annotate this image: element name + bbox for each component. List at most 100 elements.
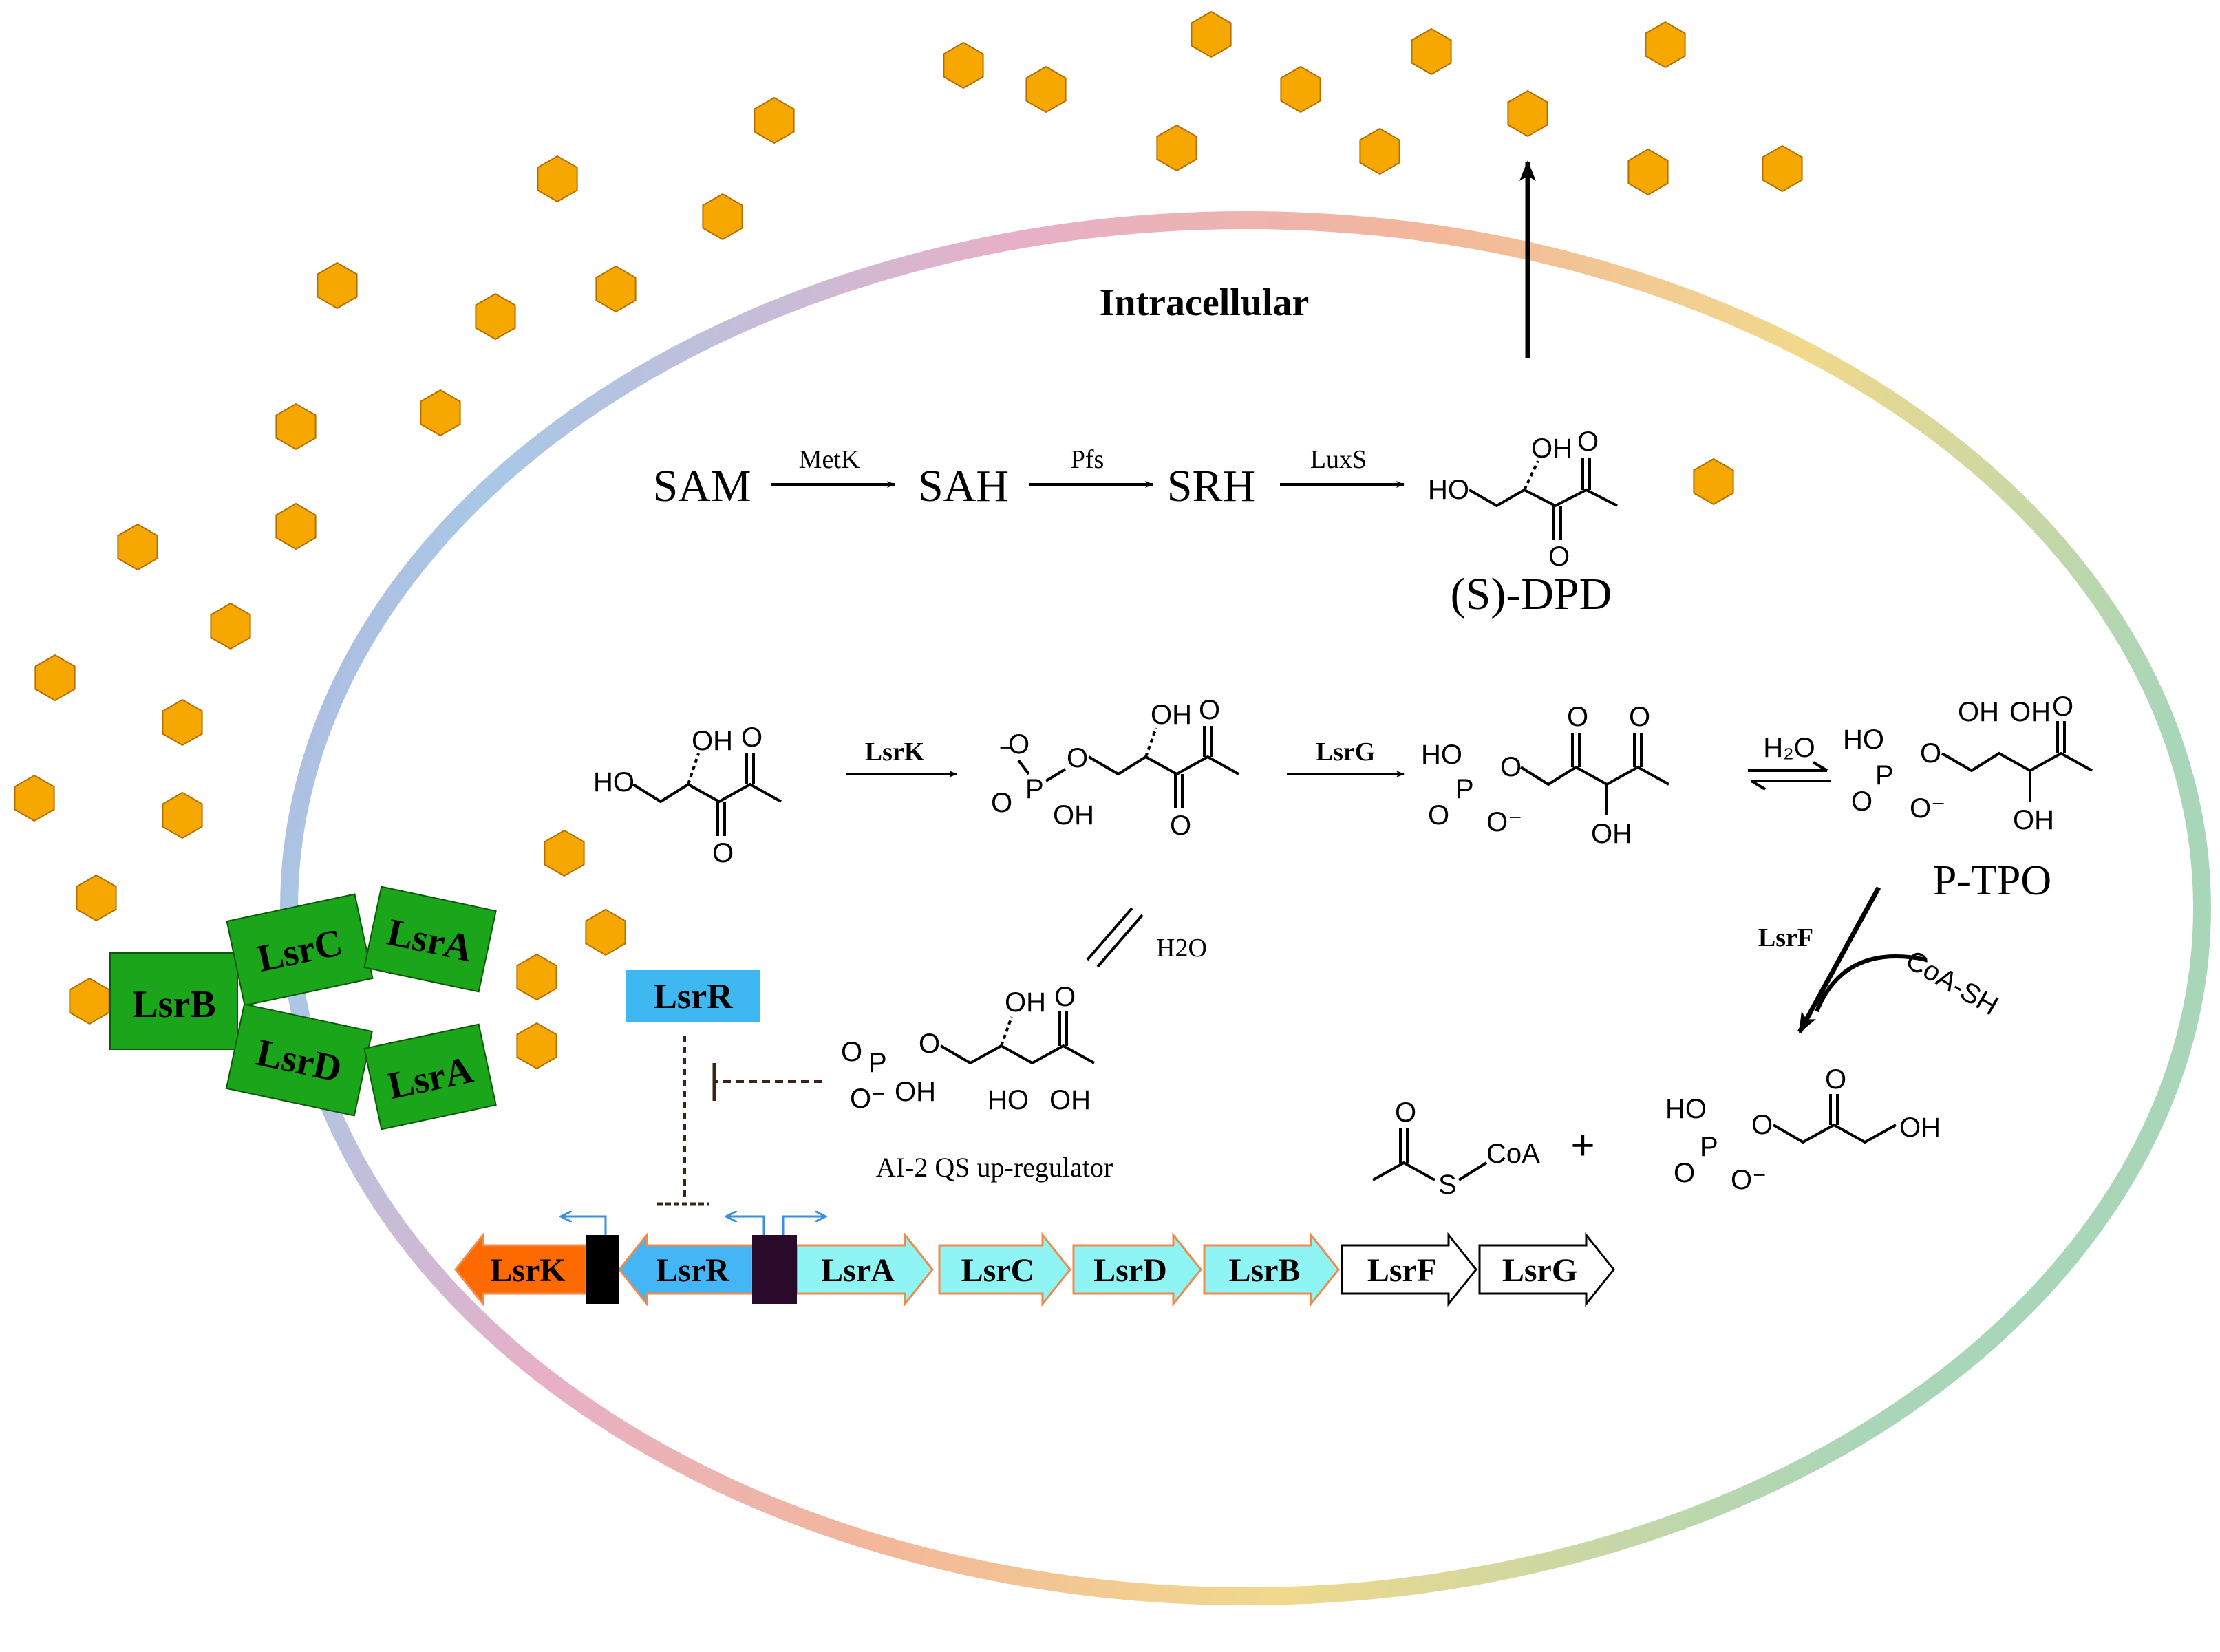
phpd-ho: HO [1421,740,1462,770]
ptpo-ho: HO [1843,725,1884,755]
ptpo-oh2: OH [2009,697,2051,727]
ptpo-oh3: OH [2013,805,2054,835]
lsra-bottom-box [363,1023,497,1130]
coa-sh-curve [1815,954,1928,1013]
ptpo-o-minus: O⁻ [1910,793,1945,824]
gene-label-lsrb: LsrB [1228,1252,1300,1289]
ptpo-o-link: O [1920,738,1941,769]
ai2-hexagon [516,1022,557,1070]
ai2-hexagon [1762,144,1803,193]
phpd-o-minus: O⁻ [1486,807,1522,837]
dpd-ho: HO [1428,475,1469,505]
dpd2-o1: O [712,838,734,868]
lsrb-box [109,952,238,1050]
ai2-hexagon [117,523,158,571]
ai2-hexagon [14,774,55,822]
eq-forward-head [1812,761,1828,772]
eq-back-head [1750,780,1767,791]
gene-label-lsrf: LsrF [1367,1252,1437,1289]
pfs-label: Pfs [1071,445,1104,474]
gene-arrow-lsrk [454,1232,588,1307]
lsrf-label: LsrF [1758,923,1813,952]
lsrb-label: LsrB [132,983,215,1026]
cell-membrane [280,211,2211,1605]
gene-arrow-lsrr [618,1232,754,1307]
dpd-o2: O [1577,427,1599,457]
pdpd-minus: − [999,735,1013,761]
dhap-chain [1772,1123,1897,1144]
hyd-wedge [1000,1016,1013,1047]
ai2-hexagon [162,791,203,839]
ptpo-chain [1941,751,2093,773]
dhap-ho: HO [1665,1094,1707,1124]
promoter-arrow-lsrr [726,1216,765,1235]
gene-arrow-lsrf [1341,1232,1477,1307]
ai2-hexagon [537,155,578,203]
hyd-oh1: OH [1005,987,1046,1018]
gene-label-lsrk: LsrK [490,1252,565,1289]
gene-label-lsrd: LsrD [1093,1252,1167,1289]
pdpd-o-left: O [991,788,1012,818]
pdpd-o-link: O [1067,743,1088,773]
ai2-hexagon [69,977,110,1025]
gene-arrow-lsra [796,1232,934,1307]
promoter-box-lsrr-lsra [752,1235,797,1304]
acetyl-chain [1372,1161,1435,1181]
pdpd-oh: OH [1053,800,1094,830]
ai2-hexagon [754,96,795,144]
ai2-hexagon [1693,458,1734,506]
ai2-hexagon [34,654,76,702]
lsrk-label: LsrK [865,738,925,766]
phpd-oh: OH [1591,819,1632,849]
dpd2-oh: OH [692,726,733,756]
lsrf-step: LsrF CoA-SH [1758,886,2003,1033]
lsrr-regulator-box [626,970,760,1022]
hyd-o: O [1054,982,1076,1012]
ai2-hexagon [1191,10,1232,58]
hyd-o-link: O [919,1029,940,1059]
ai2-hexagon [1280,65,1321,114]
intracellular-label: Intracellular [1100,281,1310,324]
pdpd-chain [1087,755,1239,776]
hyd-o-dbl: O [841,1037,862,1067]
dhap-p: P [1700,1132,1718,1162]
dpd2-ho: HO [593,767,634,797]
ai2-hexagon [516,953,557,1001]
hyd-chain [939,1044,1095,1065]
phosphorylation-row: HO OH O O LsrK − O P O OH O OH O O LsrG [593,691,2093,868]
dpd2-bonds [632,782,782,804]
hyd-oh3: OH [1049,1085,1091,1115]
dpd-o1: O [1548,541,1570,572]
ai2-hexagon [1359,127,1400,175]
ai2-hexagon [475,292,516,341]
coa-sh-label: CoA-SH [1901,945,2003,1021]
lsr-transporter: LsrB LsrC LsrD LsrA LsrA [109,886,497,1130]
ai2-hexagon [1156,124,1197,172]
gene-label-lsra: LsrA [821,1252,895,1289]
ai2-hexagon [275,403,317,451]
dhap-oh: OH [1899,1113,1941,1143]
ai2-hexagon [943,41,984,89]
dhap-o-dbl: O [1674,1158,1695,1188]
phpd-o2: O [1629,702,1650,732]
ai2-hexagon [702,193,743,241]
lsrc-box [226,893,374,1007]
ai2-hexagon [76,874,117,922]
gene-label-lsrg: LsrG [1502,1252,1577,1289]
phpd-o1: O [1567,702,1588,732]
pdpd-o-top: O [1008,729,1029,760]
gene-arrow-lsrb [1203,1232,1340,1307]
acetyl-o: O [1395,1097,1416,1128]
pdpd-p: P [1025,774,1044,804]
lsrf-products: O S CoA + HO P O O⁻ O O OH [1372,1064,1941,1200]
lsrg-label: LsrG [1316,738,1376,766]
hyd-o-minus: O⁻ [850,1084,886,1114]
p-tpo-label: P-TPO [1933,857,2051,904]
hyd-oh: OH [895,1077,936,1107]
phpd-o-dbl: O [1428,800,1449,830]
hydrated-pdpd: O P O⁻ OH O OH HO OH O [841,982,1095,1115]
s-dpd-label: (S)-DPD [1451,569,1612,619]
ai2-molecules [14,10,1803,1070]
sam-label: SAM [652,461,751,511]
